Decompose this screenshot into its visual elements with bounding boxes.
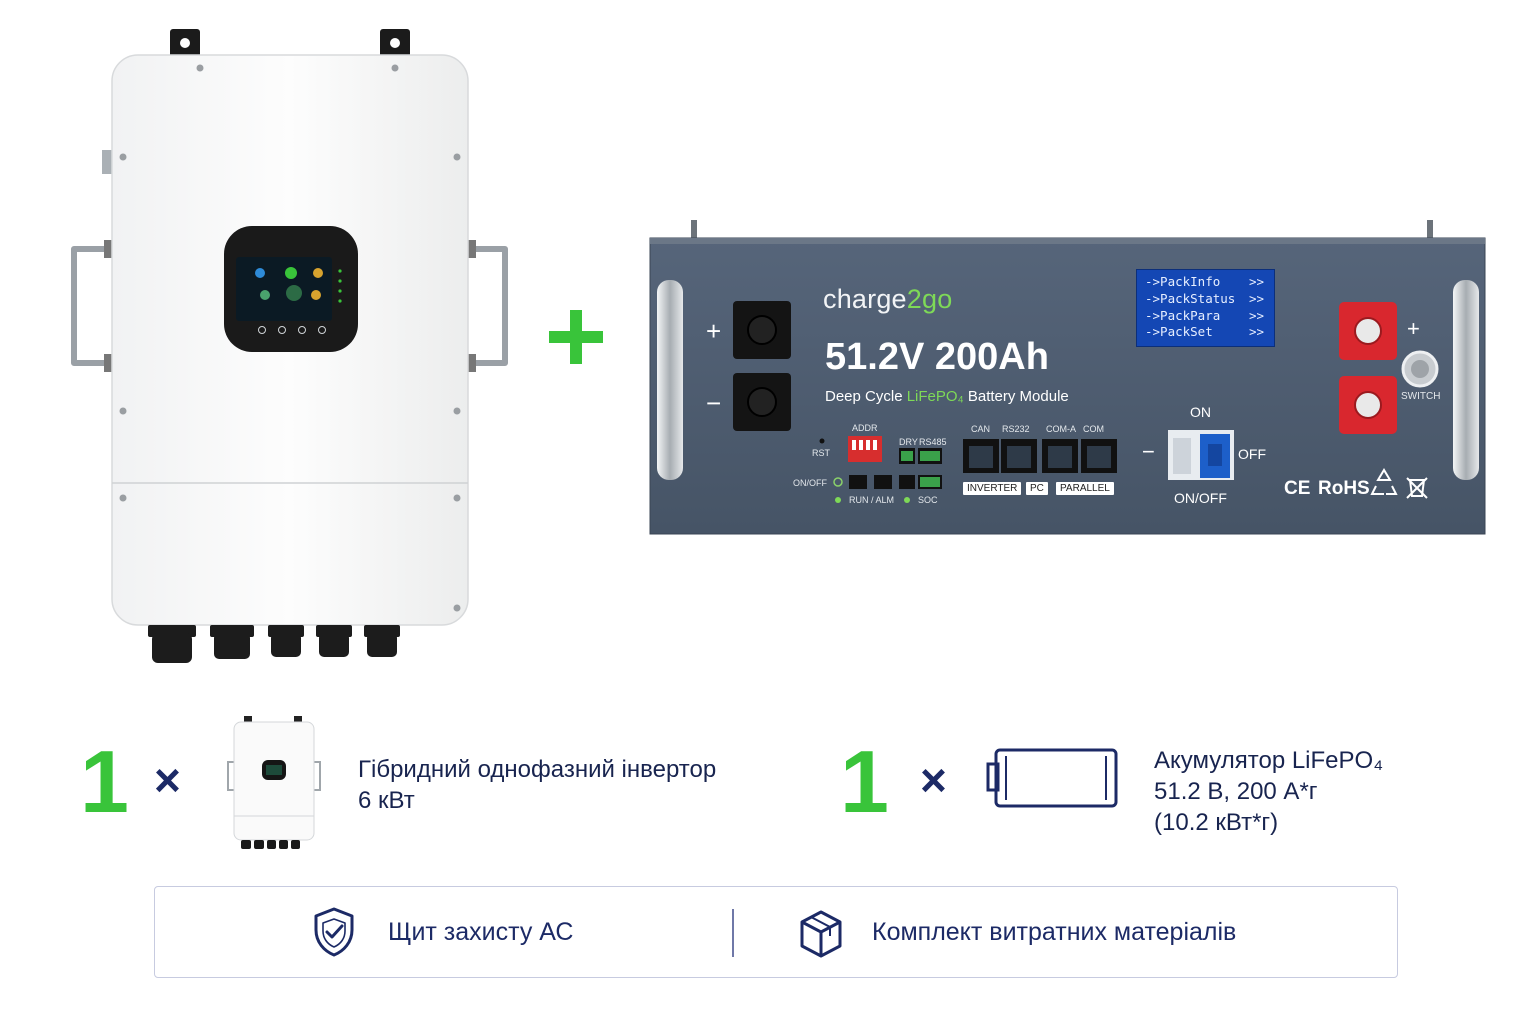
can-label: CAN — [971, 424, 991, 434]
breaker-minus-sign: − — [1142, 439, 1155, 464]
inverter-image — [60, 25, 520, 670]
battery-model: 51.2V 200Ah — [825, 336, 1049, 378]
rohs-mark: RoHS — [1318, 478, 1370, 499]
inverter-port-tag: INVERTER — [963, 482, 1022, 495]
inverter-description-line1: Гібридний однофазний інвертор — [358, 756, 717, 783]
lcd-row: ->PackPara>> — [1145, 307, 1264, 323]
battery-quantity: 1 — [840, 732, 889, 831]
recycle-icon — [1370, 468, 1398, 495]
battery-description-line3: (10.2 кВт*г) — [1154, 809, 1279, 836]
rst-label: RST — [812, 448, 830, 458]
com-a-label: COM-A — [1046, 424, 1076, 434]
plus-icon — [547, 308, 605, 366]
battery-module-image: charge2go 51.2V 200Ah Deep Cycle LiFePO₄… — [645, 218, 1490, 540]
lcd-row: ->PackInfo>> — [1145, 274, 1264, 289]
breaker-onoff-label: ON/OFF — [1174, 490, 1227, 506]
battery-description: Акумулятор LiFePO₄ 51.2 В, 200 А*г (10.2… — [1154, 745, 1383, 838]
inverter-quantity: 1 — [80, 732, 129, 831]
ce-mark: CE — [1284, 478, 1311, 499]
lcd-row: ->PackStatus>> — [1145, 290, 1264, 306]
battery-lcd: ->PackInfo>> ->PackStatus>> ->PackPara>>… — [1136, 269, 1275, 347]
weee-bin-icon — [1406, 477, 1428, 499]
rs232-label: RS232 — [1002, 424, 1030, 434]
ac-protection-label: Щит захисту АС — [388, 918, 574, 946]
inverter-description-line2: 6 кВт — [358, 787, 415, 814]
dry-label: DRY — [899, 437, 918, 447]
breaker-off-label: OFF — [1238, 446, 1266, 462]
battery-description-line1: Акумулятор LiFePO₄ — [1154, 747, 1383, 774]
battery-outline-icon — [986, 746, 1120, 810]
switch-label: SWITCH — [1401, 391, 1441, 402]
run-alm-label: RUN / ALM — [849, 495, 895, 505]
consumables-kit-label: Комплект витратних матеріалів — [872, 918, 1237, 946]
com-label: COM — [1083, 424, 1104, 434]
pc-port-tag: PC — [1026, 482, 1048, 495]
addr-label: ADDR — [852, 423, 878, 433]
parallel-port-tag: PARALLEL — [1056, 482, 1114, 495]
positive-sign-left: + — [706, 316, 722, 346]
onoff-label: ON/OFF — [793, 478, 827, 488]
multiply-sign: × — [154, 754, 181, 806]
package-box-icon — [798, 908, 844, 960]
shield-check-icon — [312, 906, 356, 958]
lcd-row: ->PackSet>> — [1145, 324, 1264, 340]
breaker-on-label: ON — [1190, 404, 1211, 420]
extras-box — [154, 886, 1398, 978]
battery-brand: charge2go — [823, 284, 953, 314]
extras-divider — [732, 909, 734, 957]
positive-sign-right: + — [1407, 316, 1420, 341]
multiply-sign: × — [920, 754, 947, 806]
battery-description-line2: 51.2 В, 200 А*г — [1154, 778, 1318, 805]
rs485-label: RS485 — [919, 437, 947, 447]
soc-label: SOC — [918, 495, 938, 505]
battery-subtitle: Deep Cycle LiFePO₄ Battery Module — [825, 388, 1069, 405]
inverter-description: Гібридний однофазний інвертор 6 кВт — [358, 754, 716, 816]
inverter-thumbnail — [224, 712, 324, 854]
negative-sign-left: − — [706, 388, 722, 418]
